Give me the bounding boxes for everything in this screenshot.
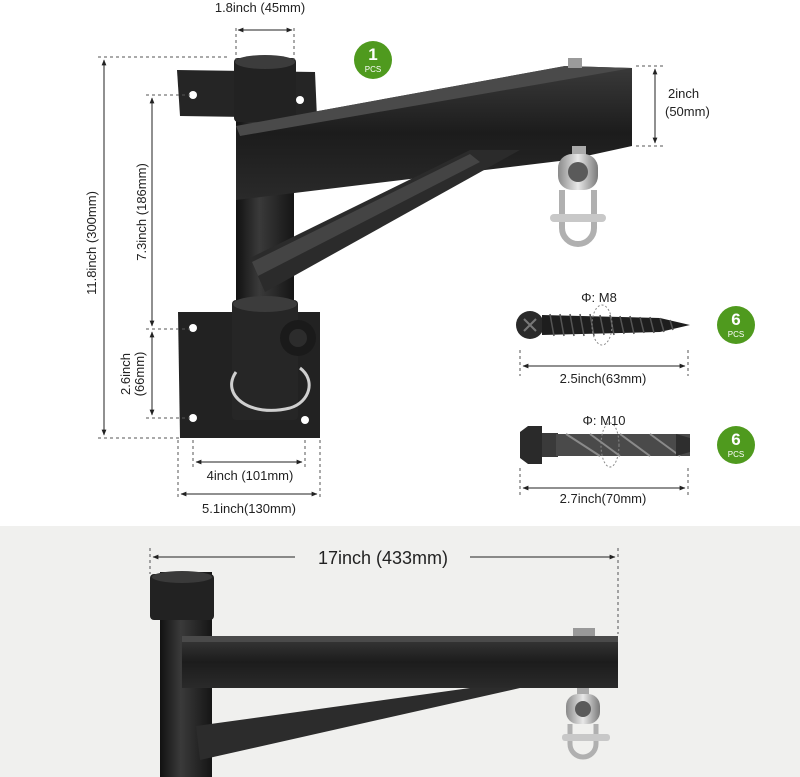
top-width-label: 1.8inch (45mm) bbox=[215, 0, 305, 15]
dimension-plate-height: 2.6inch (66mm) bbox=[118, 331, 190, 419]
wall-bracket-illustration bbox=[177, 55, 632, 438]
arm-height-label-2: (50mm) bbox=[665, 104, 710, 119]
plate-hole-width-label: 4inch (101mm) bbox=[207, 468, 294, 483]
locking-knob bbox=[280, 320, 316, 356]
svg-text:6: 6 bbox=[731, 310, 740, 329]
anchor-length-label: 2.7inch(70mm) bbox=[560, 491, 647, 506]
plate-height-label-2: (66mm) bbox=[132, 352, 147, 397]
dimension-screw-length: 2.5inch(63mm) bbox=[519, 350, 689, 386]
anchor-bolt-illustration bbox=[520, 422, 690, 468]
svg-text:1: 1 bbox=[368, 45, 377, 64]
svg-text:PCS: PCS bbox=[728, 450, 744, 459]
anchor-thread-label: Φ: M10 bbox=[583, 413, 626, 428]
dimension-plate-width: 5.1inch(130mm) bbox=[177, 440, 321, 516]
screw-thread-label: Φ: M8 bbox=[581, 290, 617, 305]
svg-text:PCS: PCS bbox=[728, 330, 744, 339]
dimension-anchor-length: 2.7inch(70mm) bbox=[519, 468, 689, 506]
bottom-swivel-shackle bbox=[562, 688, 610, 760]
anchor-quantity-badge: 6 PCS bbox=[717, 426, 755, 464]
arm-height-label-1: 2inch bbox=[668, 86, 699, 101]
arm-length-panel: 17inch (433mm) bbox=[0, 526, 800, 777]
dimension-plate-hole-width: 4inch (101mm) bbox=[192, 440, 306, 483]
svg-text:PCS: PCS bbox=[365, 65, 381, 74]
total-height-label: 11.8inch (300mm) bbox=[84, 191, 99, 295]
screw-illustration bbox=[516, 304, 690, 346]
plate-width-label: 5.1inch(130mm) bbox=[202, 501, 296, 516]
dimension-total-height: 11.8inch (300mm) bbox=[84, 56, 230, 439]
dimension-arm-height: 2inch (50mm) bbox=[636, 65, 710, 147]
swivel-shackle bbox=[550, 146, 606, 247]
screw-quantity-badge: 6 PCS bbox=[717, 306, 755, 344]
screw-length-label: 2.5inch(63mm) bbox=[560, 371, 647, 386]
plate-height-label-1: 2.6inch bbox=[118, 353, 133, 395]
inner-height-label: 7.3inch (186mm) bbox=[134, 163, 149, 261]
arm-length-label: 17inch (433mm) bbox=[318, 548, 448, 568]
bracket-quantity-badge: 1 PCS bbox=[354, 41, 392, 79]
svg-text:6: 6 bbox=[731, 430, 740, 449]
dimension-top-width: 1.8inch (45mm) bbox=[215, 0, 305, 60]
dimension-inner-height: 7.3inch (186mm) bbox=[134, 94, 190, 330]
